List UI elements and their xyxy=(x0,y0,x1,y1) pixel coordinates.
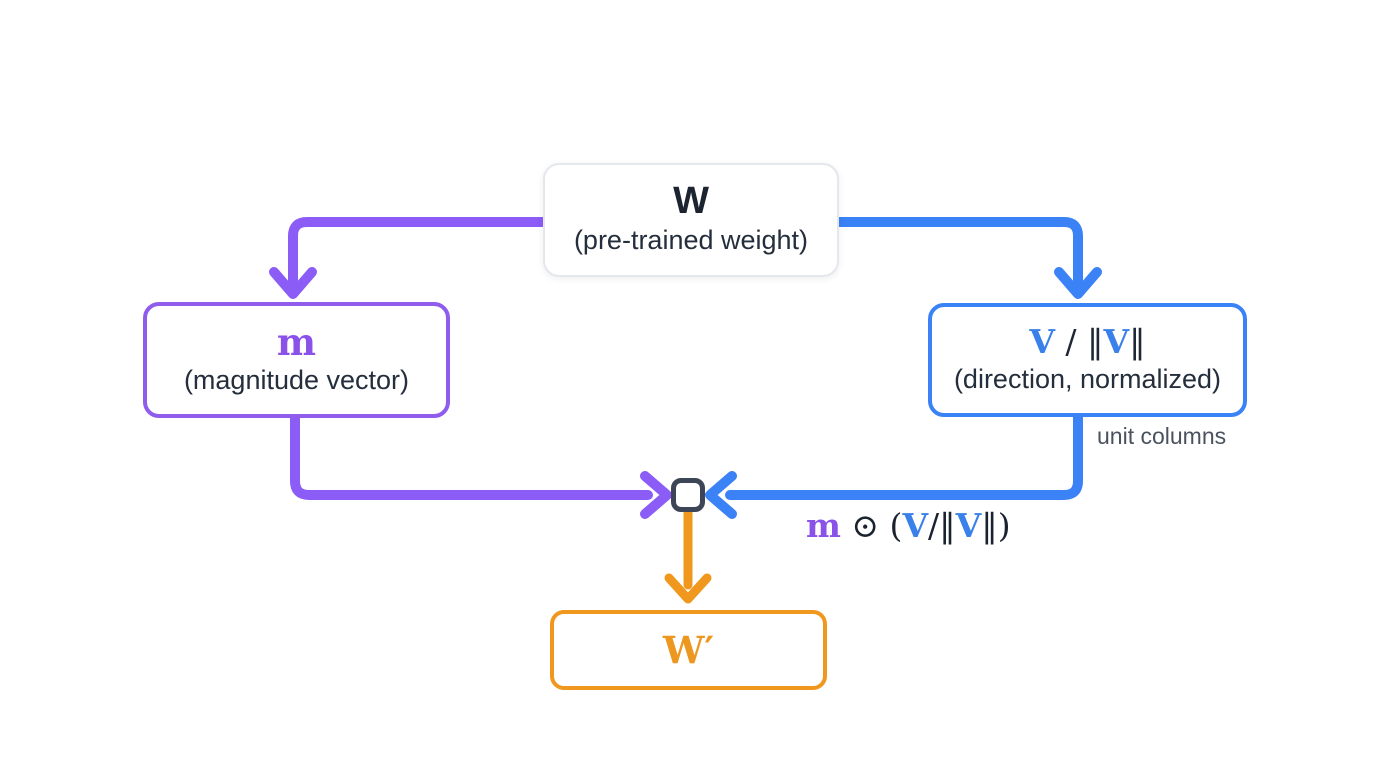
recombination-formula: m ⊙ (V/‖V‖) xyxy=(806,506,1011,545)
unit-columns-note: unit columns xyxy=(1097,423,1227,449)
direction-symbol-v1: V xyxy=(1029,322,1055,362)
direction-symbol-v2: V xyxy=(1103,322,1130,362)
formula-odot-open: ⊙ ( xyxy=(840,506,903,545)
arrow-w-to-v-head xyxy=(1054,267,1102,299)
arrow-m-to-merge-head xyxy=(640,471,672,519)
merge-operator-node xyxy=(671,478,705,512)
formula-close: ‖) xyxy=(981,506,1011,545)
node-magnitude-vector: m (magnitude vector) xyxy=(143,302,450,418)
magnitude-caption: (magnitude vector) xyxy=(183,365,410,396)
node-pretrained-weight: W (pre-trained weight) xyxy=(543,163,839,277)
formula-v2: V xyxy=(955,506,982,545)
arrow-w-to-m-shaft xyxy=(288,217,548,293)
direction-symbol: V / ‖V‖ xyxy=(1029,323,1145,361)
node-result-weight: W′ xyxy=(550,610,827,690)
pretrained-weight-caption: (pre-trained weight) xyxy=(573,225,809,256)
arrow-v-to-merge-head xyxy=(705,471,737,519)
arrow-merge-to-result-head xyxy=(664,573,712,604)
formula-divider: /‖ xyxy=(928,506,956,545)
direction-symbol-norm-close: ‖ xyxy=(1129,322,1146,362)
formula-m: m xyxy=(806,506,841,545)
arrow-w-to-v-shaft xyxy=(833,217,1083,293)
formula-v1: V xyxy=(902,506,929,545)
arrow-w-to-m-head xyxy=(269,267,317,299)
node-direction-normalized: V / ‖V‖ (direction, normalized) xyxy=(928,303,1247,417)
arrow-m-to-merge-shaft xyxy=(290,413,653,500)
direction-symbol-divider: / ‖ xyxy=(1054,322,1104,362)
magnitude-symbol: m xyxy=(276,319,317,364)
arrow-v-to-merge-shaft xyxy=(725,412,1083,500)
pretrained-weight-symbol: W xyxy=(673,180,709,223)
result-weight-symbol: W′ xyxy=(662,627,715,672)
direction-caption: (direction, normalized) xyxy=(953,364,1222,395)
